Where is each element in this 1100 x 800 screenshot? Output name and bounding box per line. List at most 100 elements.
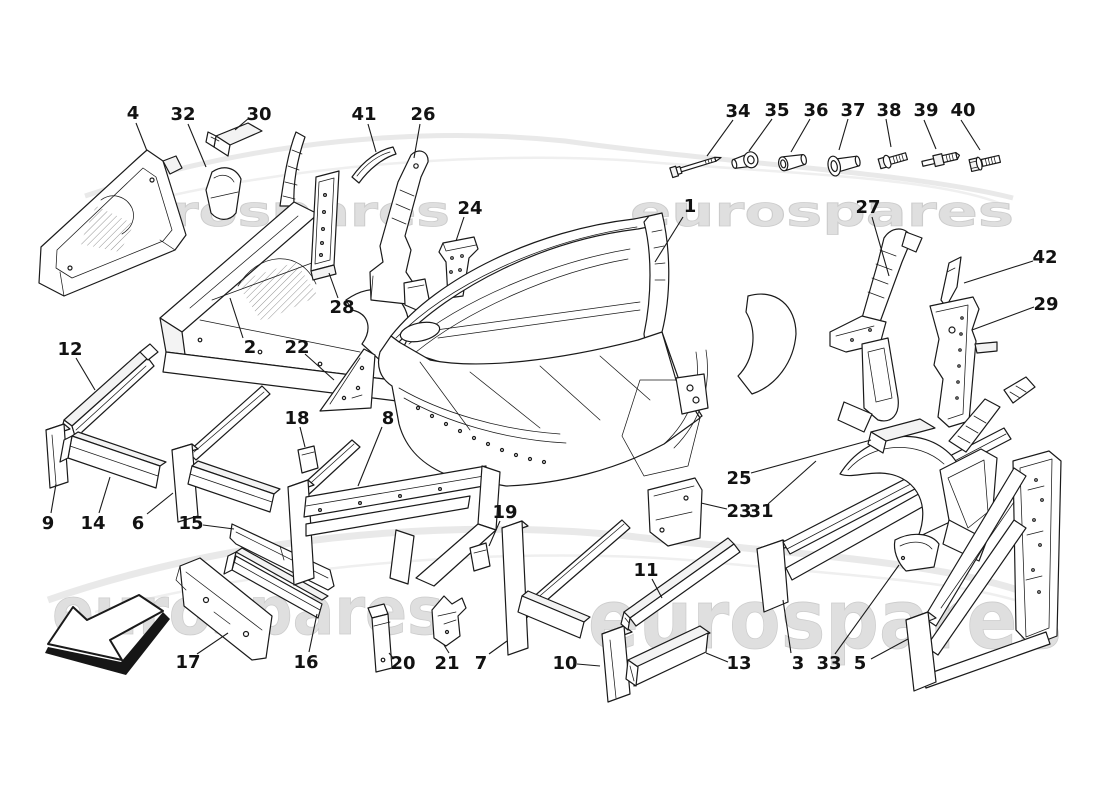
- part-number-16[interactable]: 16: [293, 652, 318, 673]
- callout-39[interactable]: 39: [913, 100, 939, 150]
- callout-9[interactable]: 9: [42, 483, 57, 534]
- callout-29[interactable]: 29: [971, 294, 1059, 331]
- callout-25[interactable]: 25: [726, 439, 872, 489]
- callout-15[interactable]: 15: [178, 513, 235, 534]
- callout-40[interactable]: 40: [950, 100, 981, 151]
- part-number-39[interactable]: 39: [913, 100, 938, 121]
- part-number-33[interactable]: 33: [816, 653, 841, 674]
- part-number-4[interactable]: 4: [127, 103, 140, 124]
- part-number-36[interactable]: 36: [803, 100, 828, 121]
- leader-line-3: [782, 599, 792, 654]
- fastener-37-flanged-bushing-icon: [827, 155, 861, 177]
- callout-14[interactable]: 14: [80, 476, 111, 534]
- part-number-26[interactable]: 26: [410, 104, 435, 125]
- leader-line-38: [885, 118, 892, 148]
- part-number-23[interactable]: 23: [726, 501, 751, 522]
- callout-6[interactable]: 6: [132, 492, 174, 534]
- part-number-38[interactable]: 38: [876, 100, 901, 121]
- part-number-8[interactable]: 8: [382, 408, 395, 429]
- callout-38[interactable]: 38: [876, 100, 902, 148]
- part-number-19[interactable]: 19: [492, 502, 517, 523]
- part-number-37[interactable]: 37: [840, 100, 865, 121]
- part-14-drawing: [59, 431, 167, 489]
- callout-11[interactable]: 11: [633, 560, 663, 599]
- callout-5[interactable]: 5: [854, 638, 909, 674]
- callout-18[interactable]: 18: [284, 408, 310, 448]
- callout-10[interactable]: 10: [552, 653, 601, 674]
- part-number-35[interactable]: 35: [764, 100, 789, 121]
- leader-line-1: [654, 216, 684, 263]
- part-number-10[interactable]: 10: [552, 653, 577, 674]
- callout-17[interactable]: 17: [175, 632, 229, 673]
- callout-42[interactable]: 42: [963, 247, 1058, 284]
- part-number-34[interactable]: 34: [725, 101, 750, 122]
- part-number-3[interactable]: 3: [792, 653, 805, 674]
- part-number-1[interactable]: 1: [684, 196, 697, 217]
- leader-line-4: [135, 122, 148, 152]
- part-number-18[interactable]: 18: [284, 408, 309, 429]
- callout-31[interactable]: 31: [748, 460, 817, 522]
- callout-32[interactable]: 32: [170, 104, 207, 168]
- part-number-14[interactable]: 14: [80, 513, 105, 534]
- callout-20[interactable]: 20: [388, 652, 416, 674]
- callout-4[interactable]: 4: [127, 103, 148, 152]
- part-17-drawing: [175, 557, 273, 661]
- line-art-layer: [38, 122, 1062, 703]
- part-number-12[interactable]: 12: [57, 339, 82, 360]
- fastener-40-hex-screw-icon: [968, 154, 1002, 173]
- fastener-39-stud-icon: [921, 151, 961, 168]
- callout-34[interactable]: 34: [706, 101, 751, 157]
- callout-35[interactable]: 35: [748, 100, 790, 152]
- part-number-31[interactable]: 31: [748, 501, 773, 522]
- part-number-41[interactable]: 41: [351, 104, 376, 125]
- part-42-drawing: [940, 256, 962, 308]
- callout-23[interactable]: 23: [700, 501, 752, 522]
- part-number-30[interactable]: 30: [246, 104, 271, 125]
- callout-12[interactable]: 12: [57, 339, 96, 391]
- part-number-32[interactable]: 32: [170, 104, 195, 125]
- callout-30[interactable]: 30: [234, 104, 272, 131]
- part-number-11[interactable]: 11: [633, 560, 658, 581]
- callout-26[interactable]: 26: [410, 104, 436, 159]
- part-number-15[interactable]: 15: [178, 513, 203, 534]
- part-number-27[interactable]: 27: [855, 197, 880, 218]
- callout-41[interactable]: 41: [351, 104, 377, 153]
- part-number-17[interactable]: 17: [175, 652, 200, 673]
- callout-28[interactable]: 28: [328, 272, 355, 318]
- part-number-2[interactable]: 2: [244, 337, 257, 358]
- callout-13[interactable]: 13: [705, 652, 752, 674]
- part-number-40[interactable]: 40: [950, 100, 975, 121]
- part-number-20[interactable]: 20: [390, 653, 415, 674]
- part-number-42[interactable]: 42: [1032, 247, 1057, 268]
- part-number-7[interactable]: 7: [475, 653, 488, 674]
- callout-21[interactable]: 21: [434, 644, 460, 674]
- callout-7[interactable]: 7: [475, 640, 508, 674]
- callout-1[interactable]: 1: [654, 196, 697, 263]
- leader-line-36: [790, 118, 811, 153]
- part-number-9[interactable]: 9: [42, 513, 55, 534]
- callout-22[interactable]: 22: [284, 337, 335, 381]
- leader-line-30: [234, 117, 250, 131]
- callout-37[interactable]: 37: [838, 100, 866, 151]
- part-number-5[interactable]: 5: [854, 653, 867, 674]
- callout-2[interactable]: 2: [229, 297, 257, 358]
- part-number-25[interactable]: 25: [726, 468, 751, 489]
- part-number-21[interactable]: 21: [434, 653, 459, 674]
- callout-36[interactable]: 36: [790, 100, 829, 153]
- leader-line-33: [834, 564, 900, 655]
- part-number-29[interactable]: 29: [1033, 294, 1058, 315]
- part-number-24[interactable]: 24: [457, 198, 482, 219]
- callout-16[interactable]: 16: [293, 613, 319, 673]
- watermark-swoosh-top: [84, 133, 1014, 201]
- part-number-22[interactable]: 22: [284, 337, 309, 358]
- callout-33[interactable]: 33: [816, 564, 900, 674]
- callout-24[interactable]: 24: [455, 198, 483, 242]
- part-number-13[interactable]: 13: [726, 653, 751, 674]
- callout-3[interactable]: 3: [782, 599, 805, 674]
- callout-19[interactable]: 19: [488, 502, 518, 547]
- callout-8[interactable]: 8: [357, 408, 395, 487]
- callout-27[interactable]: 27: [855, 197, 890, 277]
- part-24-drawing: [403, 236, 479, 312]
- part-number-28[interactable]: 28: [329, 297, 354, 318]
- part-number-6[interactable]: 6: [132, 513, 145, 534]
